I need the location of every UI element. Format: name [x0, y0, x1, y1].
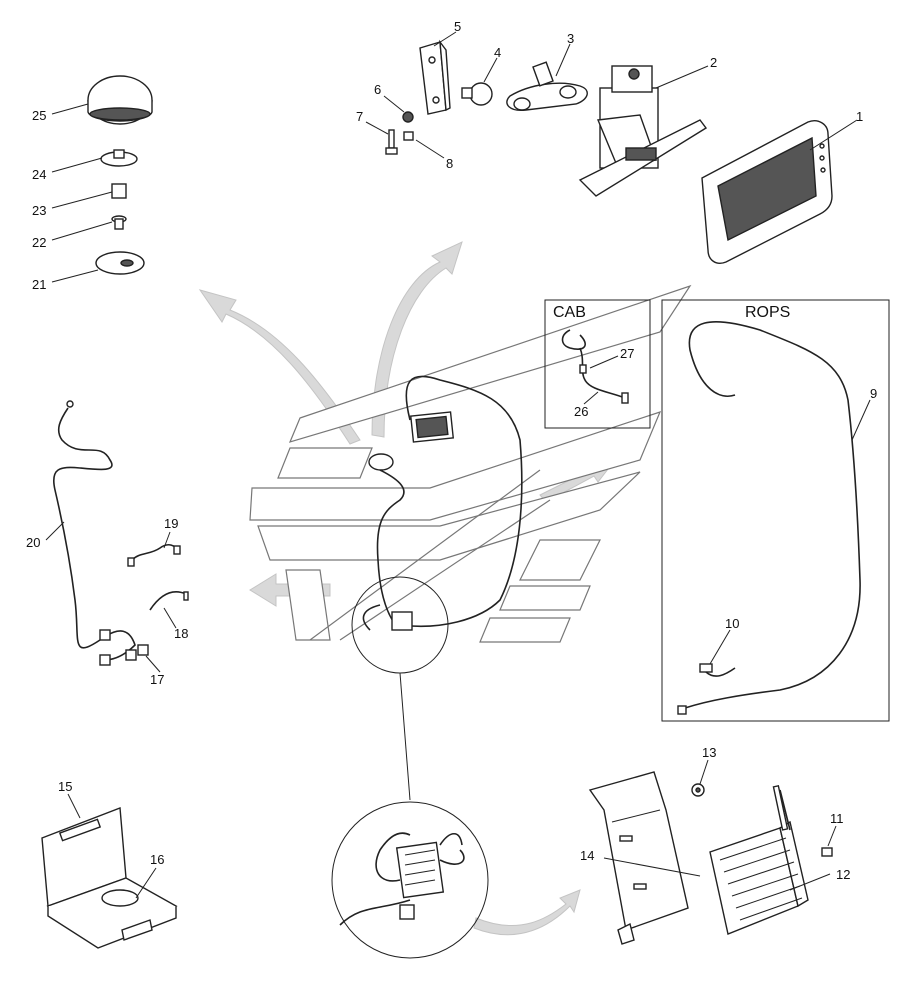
callout-2: 2: [710, 55, 717, 70]
part-7-bolt: [385, 129, 398, 155]
cab-label: CAB: [553, 304, 586, 321]
detail-zoom-large: [331, 801, 489, 959]
callout-8: 8: [446, 156, 453, 171]
callout-12: 12: [836, 867, 850, 882]
tractor-fender-2: [499, 585, 591, 611]
callout-26: 26: [574, 404, 588, 419]
rops-box: [661, 299, 890, 722]
part-17-connectors: [125, 644, 149, 661]
part-21-magnet-base: [95, 251, 145, 275]
part-11-screw: [821, 847, 833, 857]
detail-controller: [339, 832, 465, 926]
installed-receiver: [368, 453, 394, 471]
callout-3: 3: [567, 31, 574, 46]
callout-14: 14: [580, 848, 594, 863]
part-3-arm: [506, 61, 588, 111]
rops-label: ROPS: [745, 304, 790, 321]
callout-10: 10: [725, 616, 739, 631]
leader-lines: [45, 31, 871, 899]
arrow-up-left: [198, 289, 361, 445]
tractor-roof: [288, 284, 692, 443]
callout-9: 9: [870, 386, 877, 401]
part-24-mount: [100, 149, 138, 167]
callout-25: 25: [32, 108, 46, 123]
callout-20: 20: [26, 535, 40, 550]
part-23-spacer: [111, 183, 127, 199]
callout-6: 6: [374, 82, 381, 97]
callout-18: 18: [174, 626, 188, 641]
tractor-frame-line: [309, 469, 551, 641]
tractor-side-mid: [257, 471, 641, 561]
part-4-ball: [461, 82, 493, 106]
arrow-up-right: [371, 241, 463, 438]
tractor-fender-1: [519, 539, 601, 581]
cab-harness: [561, 329, 629, 404]
callout-5: 5: [454, 19, 461, 34]
tractor-side-lower: [285, 569, 331, 641]
tractor-side-upper: [249, 411, 662, 521]
callout-16: 16: [150, 852, 164, 867]
callout-numbers: 1 2 3 4 5 6 7 8 9 10 11 12 13 14 15 16 1…: [26, 19, 877, 882]
callout-11: 11: [830, 811, 844, 826]
part-13-knob: [691, 783, 705, 797]
callout-19: 19: [164, 516, 178, 531]
rops-harness: [684, 321, 861, 709]
callout-22: 22: [32, 235, 46, 250]
callout-21: 21: [32, 277, 46, 292]
callout-24: 24: [32, 167, 46, 182]
tractor-fender-3: [479, 617, 571, 643]
tractor-hood-top: [277, 447, 373, 479]
part-25-receiver: [87, 75, 153, 125]
cab-box: [544, 299, 651, 429]
part-6-washer: [402, 111, 414, 123]
part-20-harness: [53, 407, 136, 661]
tractor-outline: [249, 284, 692, 643]
part-22-screw: [111, 215, 127, 230]
part-14-plate: [588, 771, 689, 945]
callout-13: 13: [702, 745, 716, 760]
part-1-display: [701, 120, 833, 264]
part-15-case: [41, 807, 178, 949]
arrow-down-right: [473, 889, 581, 936]
part-18-cable: [149, 591, 187, 611]
callout-23: 23: [32, 203, 46, 218]
part-8-nut: [403, 131, 414, 141]
callout-27: 27: [620, 346, 634, 361]
part-12-controller: [709, 785, 809, 935]
callout-17: 17: [150, 672, 164, 687]
part-5-bracket: [419, 39, 451, 115]
callout-7: 7: [356, 109, 363, 124]
part-2-cradle: [578, 65, 708, 197]
part-16-insert: [101, 889, 139, 907]
callout-4: 4: [494, 45, 501, 60]
callout-15: 15: [58, 779, 72, 794]
installed-harness: [362, 375, 523, 631]
callout-1: 1: [856, 109, 863, 124]
part-19-harness: [131, 543, 179, 561]
